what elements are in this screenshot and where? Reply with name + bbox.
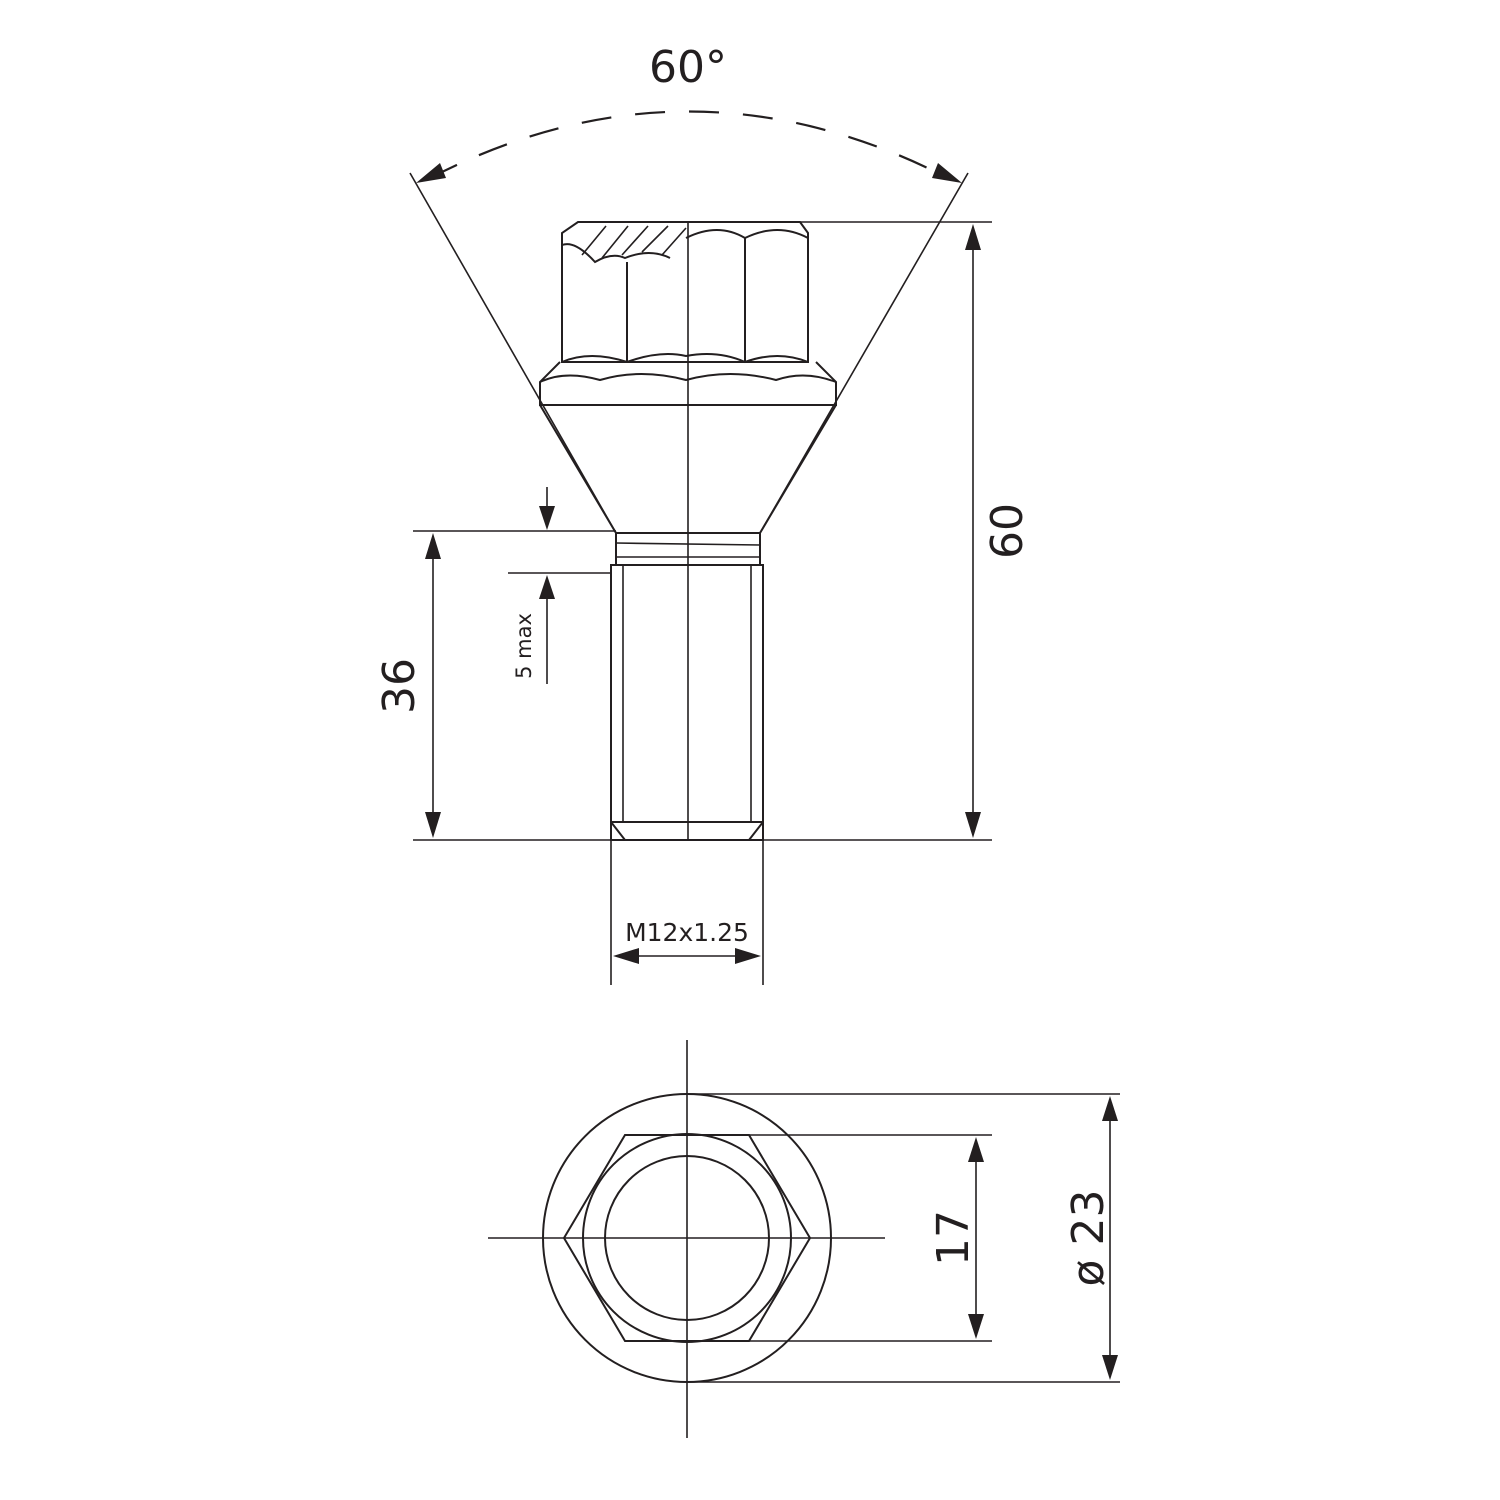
thread-shank <box>610 564 764 841</box>
wrench-size-label: 17 <box>928 1210 979 1266</box>
flange-curve <box>539 373 837 383</box>
hex-head <box>561 221 809 364</box>
thread-spec-dimension: M12x1.25 <box>610 840 764 985</box>
flange-diameter-label: ø 23 <box>1063 1190 1114 1287</box>
head-bottom-scallop <box>561 353 809 364</box>
angle-arrow-right <box>932 163 962 183</box>
thread-runout-dimension: 5 max <box>508 487 611 684</box>
total-length-label: 60 <box>982 503 1033 559</box>
total-length-dimension: 60 <box>790 221 1033 838</box>
hex-head-outline <box>561 221 809 363</box>
head-top-curve-right <box>685 229 809 240</box>
head-top-curve <box>561 243 671 264</box>
shank-chamfer <box>610 821 764 841</box>
side-view: 60° <box>374 42 1033 985</box>
angle-arc <box>429 110 949 179</box>
thread-neck <box>615 533 761 565</box>
cone-angle-label: 60° <box>649 42 727 93</box>
thread-spec-label: M12x1.25 <box>625 918 749 947</box>
shank-outline <box>610 564 764 841</box>
angle-arrow-left <box>416 163 446 183</box>
top-view: 17 ø 23 <box>488 1040 1120 1438</box>
wrench-size-dimension: 17 <box>749 1134 992 1342</box>
cone-extension-line-left <box>409 172 617 534</box>
thread-length-dimension: 36 <box>374 530 992 841</box>
thread-runout-label: 5 max <box>512 613 536 679</box>
flange-diameter-dimension: ø 23 <box>687 1093 1120 1383</box>
thread-length-label: 36 <box>374 658 425 714</box>
section-hatch <box>581 225 687 259</box>
